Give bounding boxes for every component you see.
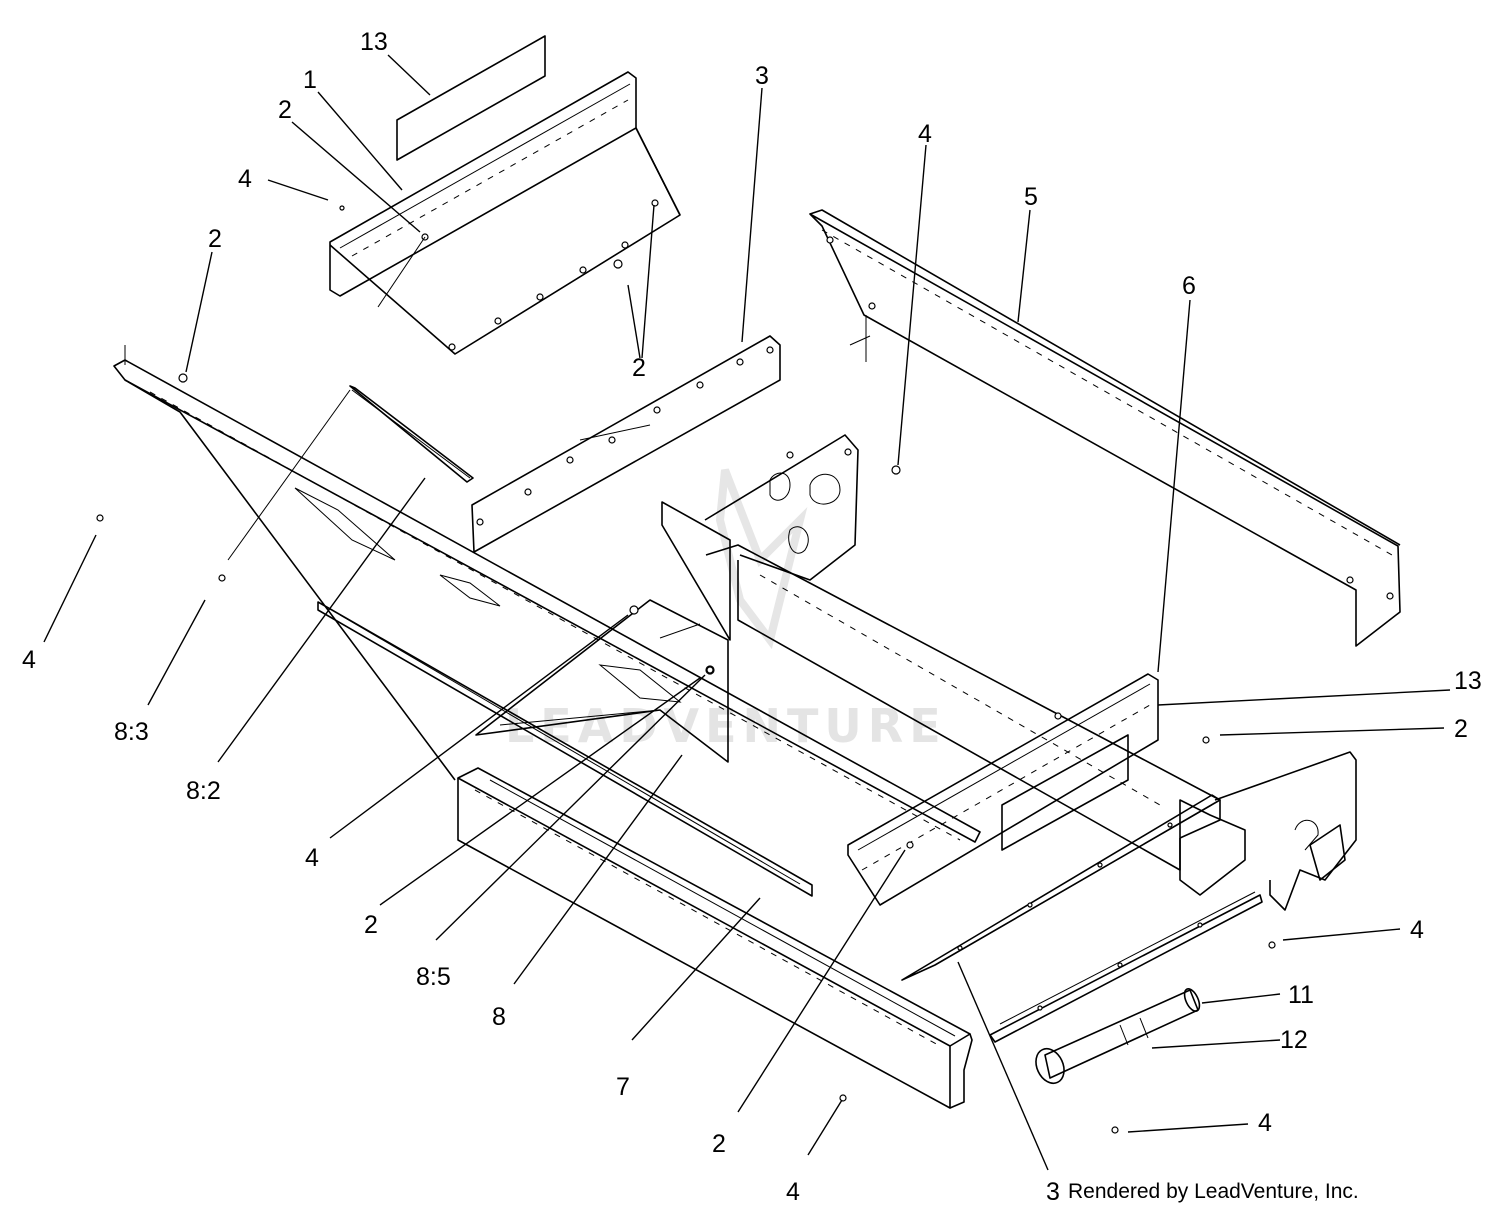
callout-4: 4 bbox=[918, 120, 932, 148]
part-right-end-bracket bbox=[1179, 751, 1357, 911]
callout-5: 5 bbox=[1024, 183, 1038, 211]
callout-2: 2 bbox=[278, 96, 292, 124]
part-5-rear-rail bbox=[809, 209, 1401, 647]
callout-8-2: 8:2 bbox=[186, 777, 221, 805]
part-3-plate-top bbox=[471, 335, 781, 553]
part-3-plate-bottom bbox=[901, 794, 1221, 981]
callout-1: 1 bbox=[303, 66, 317, 94]
callout-13-right: 13 bbox=[1454, 667, 1482, 695]
part-1-bracket bbox=[329, 71, 681, 355]
callout-8-3: 8:3 bbox=[114, 718, 149, 746]
callout-4: 4 bbox=[305, 844, 319, 872]
callout-8-5: 8:5 bbox=[416, 963, 451, 991]
watermark-logo-icon bbox=[715, 468, 808, 650]
part-front-bumper bbox=[457, 767, 973, 1109]
part-left-side-rail bbox=[113, 345, 981, 843]
callout-2: 2 bbox=[364, 911, 378, 939]
part-right-lower-angle bbox=[989, 891, 1263, 1043]
part-8-2-plate bbox=[227, 385, 474, 561]
watermark-text: LEADVENTURE bbox=[505, 699, 947, 753]
hardware-bolts bbox=[96, 514, 1276, 1134]
part-11-12-roller bbox=[1035, 988, 1201, 1085]
callout-6: 6 bbox=[1182, 272, 1196, 300]
callout-2: 2 bbox=[208, 225, 222, 253]
part-6-bracket bbox=[847, 673, 1159, 906]
callout-8: 8 bbox=[492, 1003, 506, 1031]
callout-2: 2 bbox=[1454, 715, 1468, 743]
callout-13-top: 13 bbox=[360, 28, 388, 56]
callout-4: 4 bbox=[22, 646, 36, 674]
callout-7: 7 bbox=[616, 1073, 630, 1101]
callout-3: 3 bbox=[755, 62, 769, 90]
callout-4: 4 bbox=[786, 1178, 800, 1206]
callout-12: 12 bbox=[1280, 1026, 1308, 1054]
part-rail-cutouts bbox=[294, 487, 682, 703]
part-center-crossmember bbox=[661, 434, 1221, 871]
callout-4: 4 bbox=[238, 165, 252, 193]
callout-4: 4 bbox=[1410, 916, 1424, 944]
part-7-angle-bar bbox=[317, 601, 813, 897]
part-13-decal-top bbox=[396, 35, 546, 161]
callout-11: 11 bbox=[1288, 981, 1314, 1009]
callout-2: 2 bbox=[712, 1130, 726, 1158]
callout-4: 4 bbox=[1258, 1109, 1272, 1137]
callout-labels: 13 1 2 4 2 3 4 5 2 6 4 8:3 8:2 13 2 4 2 … bbox=[22, 28, 1482, 1206]
leader-lines bbox=[43, 54, 1451, 1171]
credit-text: Rendered by LeadVenture, Inc. bbox=[1068, 1180, 1359, 1203]
callout-3: 3 bbox=[1046, 1178, 1060, 1206]
callout-2: 2 bbox=[632, 354, 646, 382]
